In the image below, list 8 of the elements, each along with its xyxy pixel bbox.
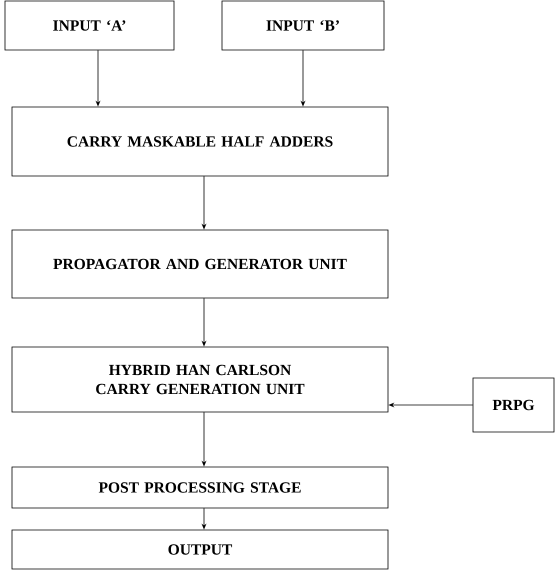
process-box: CARRY MASKABLE HALF ADDERS — [12, 106, 388, 176]
process-box: HYBRID HAN CARLSON CARRY GENERATION UNIT — [12, 346, 388, 412]
process-box: INPUT ‘A’ — [4, 0, 174, 50]
process-box: INPUT ‘B’ — [222, 0, 384, 50]
process-box: PROPAGATOR AND GENERATOR UNIT — [12, 230, 388, 298]
process-box: OUTPUT — [12, 530, 388, 570]
process-box: POST PROCESSING STAGE — [12, 466, 388, 508]
process-box: PRPG — [472, 378, 554, 432]
